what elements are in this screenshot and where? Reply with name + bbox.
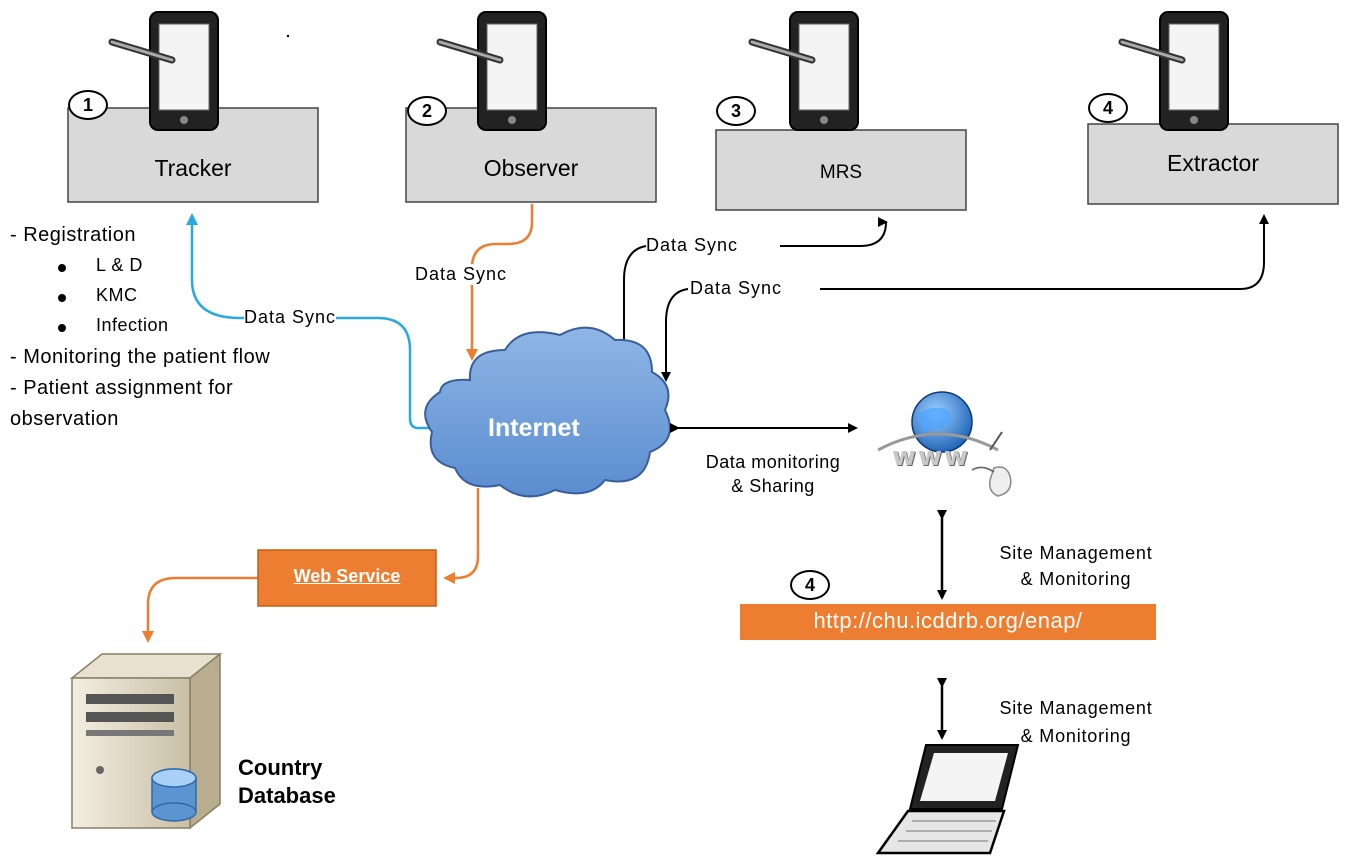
tracker-sync-line [186,213,432,430]
observer-label: Observer [483,155,579,181]
feature-item: L & D [96,255,143,275]
feature-assignment: - Patient assignment for [10,377,234,399]
mrs-badge: 3 [716,96,756,126]
extractor-sync-down-line [661,288,689,382]
mrs-sync-down-line [619,245,647,374]
www-link-label: Data monitoring & Sharing [668,450,878,498]
portal-badge: 4 [790,570,830,600]
tablet-icon [748,11,859,131]
tablet-icon [1118,11,1229,131]
feature-registration: - Registration [10,224,136,246]
database-line [142,576,258,643]
mrs-sync-label: Data Sync [646,235,739,256]
web-service-box [257,549,437,607]
database-label-line2: Database [238,783,336,808]
feature-item: KMC [96,285,138,305]
portal-url-link[interactable]: http://chu.icddrb.org/enap/ [813,608,1083,633]
extractor-sync-line [820,214,1269,290]
internet-label: Internet [488,414,580,442]
feature-assignment-cont: observation [10,408,119,430]
site-mgmt-label-2: Site Management & Monitoring [966,694,1186,750]
server-icon [69,652,223,830]
webservice-line [443,488,480,584]
bullet-icon [58,324,66,332]
site-mgmt-label-2-line1: Site Management [999,698,1153,718]
www-link-label-line1: Data monitoring [705,452,841,472]
extractor-box [1087,123,1339,205]
tracker-sync-label: Data Sync [244,307,337,328]
web-service-label[interactable]: Web Service [293,566,401,586]
observer-badge: 2 [407,96,447,126]
site-mgmt-label-2-line2: & Monitoring [1020,726,1132,746]
tablet-icon [108,11,219,131]
tracker-badge: 1 [68,90,108,120]
site-mgmt-label-1: Site Management & Monitoring [966,540,1186,592]
extractor-badge: 4 [1088,93,1128,123]
extractor-sync-label: Data Sync [690,278,783,299]
bullet-icon [58,294,66,302]
feature-monitoring: - Monitoring the patient flow [10,346,271,368]
www-link-label-line2: & Sharing [731,476,815,496]
internet-cloud [424,326,671,498]
extractor-label: Extractor [1166,150,1260,176]
portal-bar [740,604,1156,640]
site-mgmt-label-1-line2: & Monitoring [1020,569,1132,589]
database-label: Country Database [238,754,336,810]
mrs-label: MRS [819,162,863,183]
tracker-label: Tracker [154,155,232,181]
observer-sync-line [466,204,534,361]
database-label-line1: Country [238,755,323,780]
feature-item: Infection [96,315,169,335]
stray-dot [286,34,290,38]
site-mgmt-label-1-line1: Site Management [999,543,1153,563]
bullet-icon [58,264,66,272]
observer-sync-label: Data Sync [415,264,508,285]
laptop-icon [875,744,1020,855]
www-text: www [892,442,971,472]
www-globe-icon [877,391,1012,497]
mrs-sync-line [780,220,891,247]
tablet-icon [436,11,547,131]
